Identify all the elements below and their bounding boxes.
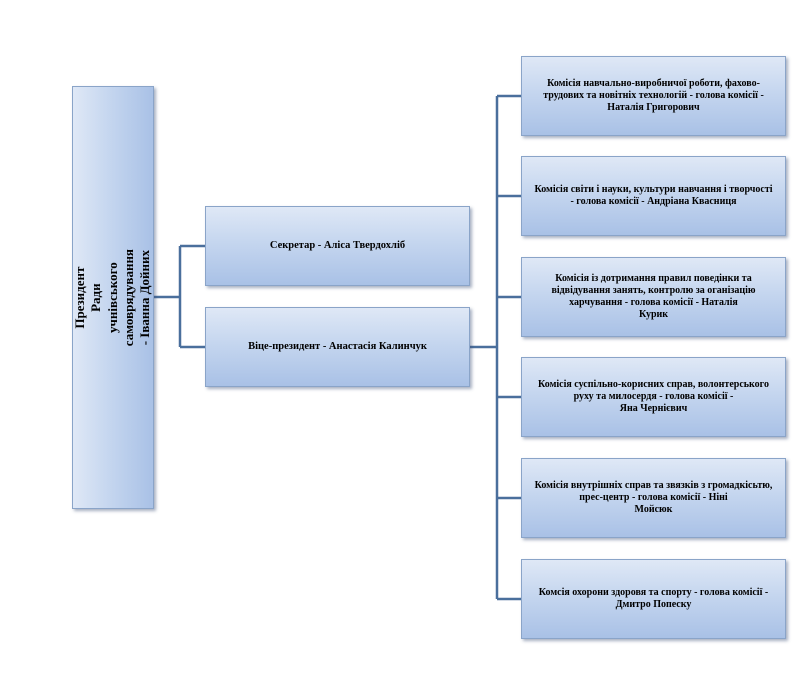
secretary-label: Секретар - Аліса Твердохліб	[269, 239, 406, 251]
commission-box-3: Комісія із дотримання правил поведінки т…	[521, 257, 786, 337]
commission-box-4: Комісія суспільно-корисних справ, волонт…	[521, 357, 786, 437]
commission-box-6: Комсія охорони здоровя та спорту - голов…	[521, 559, 786, 639]
president-label: Президент Ради учнівського самоврядуванн…	[72, 248, 153, 347]
vice-president-box: Віце-президент - Анастасія Калинчук	[205, 307, 470, 387]
commission-label-5: Комісія внутрішніх справ та звязків з гр…	[534, 480, 773, 515]
commission-label-6: Комсія охорони здоровя та спорту - голов…	[538, 587, 769, 610]
secretary-box: Секретар - Аліса Твердохліб	[205, 206, 470, 286]
commission-label-4: Комісія суспільно-корисних справ, волонт…	[538, 379, 769, 414]
commission-box-2: Комісія світи і науки, культури навчання…	[521, 156, 786, 236]
commission-label-3: Комісія із дотримання правил поведінки т…	[551, 273, 756, 320]
president-box: Президент Ради учнівського самоврядуванн…	[72, 86, 154, 509]
vice-president-label: Віце-президент - Анастасія Калинчук	[248, 340, 427, 352]
commission-label-2: Комісія світи і науки, культури навчання…	[534, 184, 773, 207]
commission-box-1: Комісія навчально-виробничої роботи, фах…	[521, 56, 786, 136]
commission-label-1: Комісія навчально-виробничої роботи, фах…	[543, 78, 764, 113]
commission-box-5: Комісія внутрішніх справ та звязків з гр…	[521, 458, 786, 538]
